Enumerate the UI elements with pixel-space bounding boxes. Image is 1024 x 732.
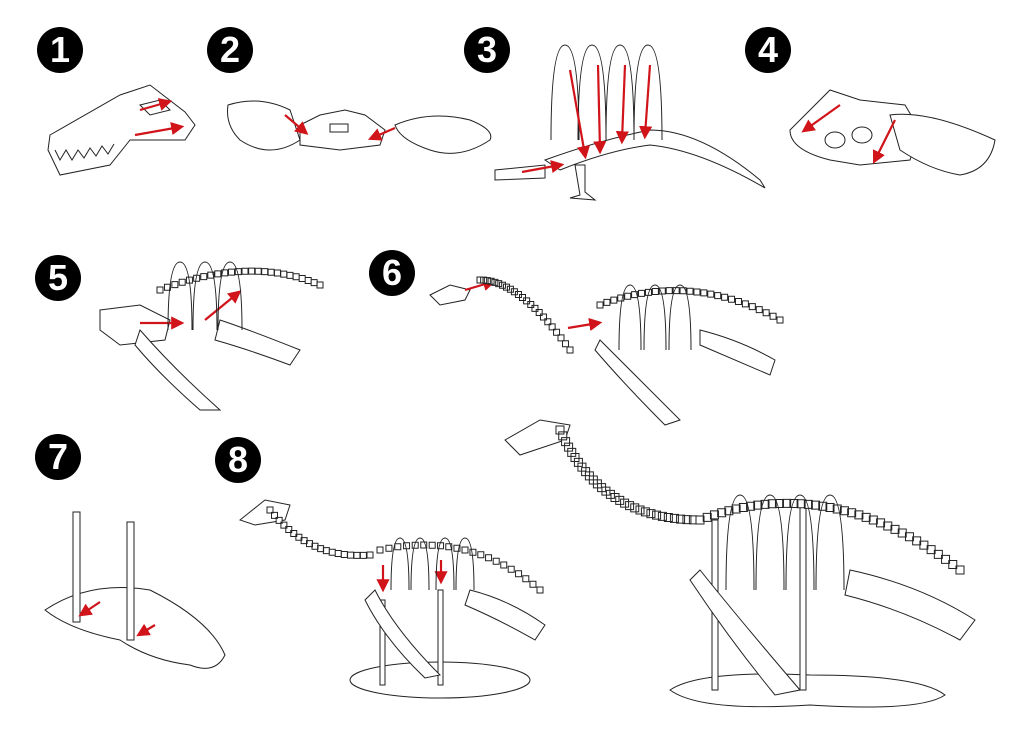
step-6-neck-assembly: [429, 278, 776, 426]
rib: [633, 44, 663, 141]
rib: [605, 44, 635, 141]
step-1-skull-part: [47, 84, 196, 176]
vertebrae: [555, 425, 705, 525]
rib: [618, 284, 642, 351]
rib: [217, 261, 243, 331]
rib: [435, 537, 455, 591]
rib: [550, 44, 580, 141]
vertebrae: [376, 541, 544, 594]
step-5-torso-assembly: [99, 290, 301, 411]
rib: [577, 44, 607, 141]
red-arrow: [568, 69, 590, 160]
step-3-ribs-part: [494, 129, 766, 201]
step-number-1: 1: [37, 27, 83, 73]
rib: [167, 261, 193, 331]
red-arrow: [593, 64, 607, 155]
red-arrow: [615, 64, 629, 145]
step-number-4: 4: [745, 27, 791, 73]
final-assembled-model: [504, 419, 976, 708]
rib: [410, 537, 430, 591]
step-number-2: 2: [207, 27, 253, 73]
step-number-5: 5: [35, 255, 81, 301]
step-4-pelvis-part: [789, 89, 996, 176]
step-2-pelvis-part: [227, 100, 492, 154]
vertebrae: [596, 287, 784, 324]
vertebrae: [266, 506, 374, 559]
step-8-skeleton-on-stand: [238, 499, 546, 699]
vertebrae: [695, 498, 965, 575]
step-7-stand-part: [44, 511, 226, 669]
rib: [725, 494, 755, 591]
rib: [785, 494, 815, 591]
rib: [192, 261, 218, 331]
rib: [643, 284, 667, 351]
step-number-7: 7: [35, 434, 81, 480]
rib: [755, 494, 785, 591]
vertebrae: [476, 276, 574, 354]
rib: [815, 494, 845, 591]
step-number-6: 6: [369, 250, 415, 296]
rib: [668, 284, 692, 351]
rib: [455, 537, 475, 591]
rib: [390, 537, 410, 591]
step-number-8: 8: [215, 437, 261, 483]
vertebrae: [156, 267, 324, 294]
red-arrow: [639, 64, 653, 140]
step-number-3: 3: [464, 27, 510, 73]
